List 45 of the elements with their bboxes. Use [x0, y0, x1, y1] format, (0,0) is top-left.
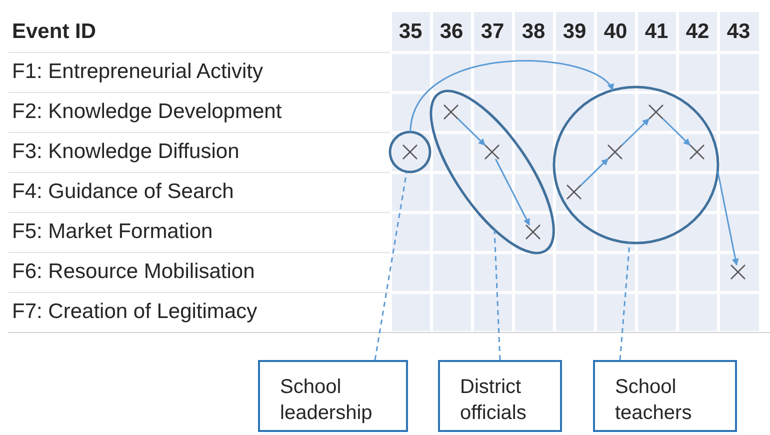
arrow	[410, 60, 614, 132]
header-text: Event ID	[12, 19, 96, 45]
cross-mark	[524, 222, 542, 241]
cross-mark	[442, 102, 460, 121]
cross-mark	[565, 183, 583, 201]
box-label: School teachers	[615, 375, 693, 426]
cross-mark	[401, 143, 419, 161]
column-number: 43	[726, 19, 752, 45]
column-number: 40	[602, 19, 628, 45]
column-number: 39	[562, 19, 588, 45]
group-ellipse	[552, 85, 720, 245]
leader-line	[494, 230, 501, 360]
arrow	[717, 170, 739, 266]
cross-mark	[688, 143, 706, 161]
column-number: 42	[684, 19, 710, 45]
column-number: 35	[398, 19, 424, 45]
row-label: F7: Creation of Legitimacy	[12, 299, 258, 325]
row-label: F5: Market Formation	[12, 219, 213, 245]
column-number: 36	[438, 19, 464, 45]
arrow	[621, 118, 650, 146]
column-number: 37	[480, 19, 506, 45]
column-number: 38	[520, 19, 546, 45]
row-label: F3: Knowledge Diffusion	[12, 139, 240, 165]
row-label: F4: Guidance of Search	[12, 179, 234, 205]
arrow	[494, 158, 530, 226]
cross-mark	[482, 142, 501, 161]
box-label: District officials	[460, 375, 528, 426]
cross-mark	[606, 143, 624, 161]
arrow	[662, 118, 691, 146]
row-label: F6: Resource Mobilisation	[12, 259, 255, 285]
cross-mark	[729, 263, 747, 281]
box-label: School leadership	[280, 375, 374, 426]
leader-line	[619, 242, 630, 360]
arrow	[580, 158, 609, 186]
leader-line	[374, 172, 408, 360]
row-label: F1: Entrepreneurial Activity	[12, 59, 263, 85]
row-label: F2: Knowledge Development	[12, 99, 282, 125]
label-box	[593, 360, 737, 432]
group-ellipse	[428, 89, 556, 255]
label-box	[438, 360, 562, 432]
group-ellipse	[388, 130, 432, 174]
cross-mark	[647, 103, 665, 121]
arrow	[457, 118, 486, 146]
column-number: 41	[644, 19, 670, 45]
label-box	[258, 360, 408, 432]
